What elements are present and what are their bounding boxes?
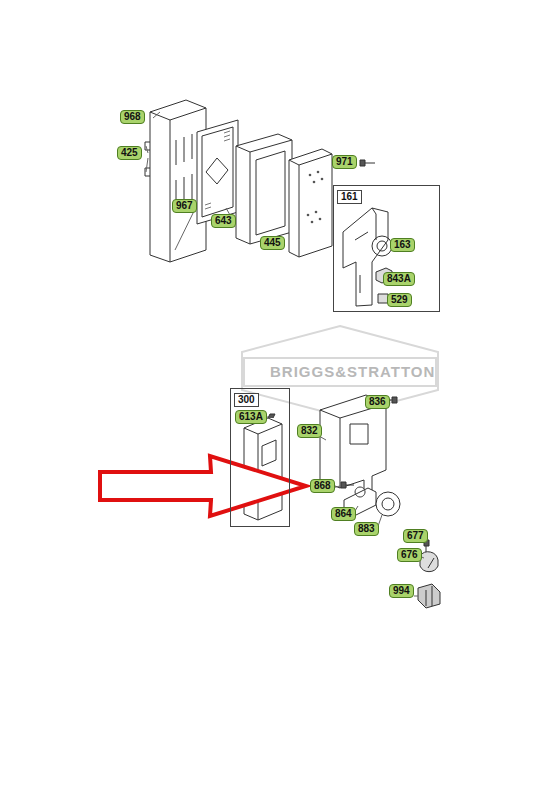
group-number: 161 (337, 190, 362, 204)
exhaust-elbow (420, 552, 438, 572)
callout-number: 425 (117, 146, 142, 160)
callout-number: 832 (297, 424, 322, 438)
callout-number: 843A (383, 272, 415, 286)
red-arrow (100, 456, 306, 516)
callout-number: 676 (397, 548, 422, 562)
group-number: 300 (234, 393, 259, 407)
screw (341, 482, 354, 488)
callout-number: 868 (310, 479, 335, 493)
leader-line (257, 400, 424, 596)
bracket (343, 208, 388, 306)
leader-line (146, 112, 398, 302)
callout-number: 971 (332, 155, 357, 169)
callout-number: 994 (389, 584, 414, 598)
callout-number: 445 (260, 236, 285, 250)
gasket (372, 236, 392, 256)
callout-number: 613A (235, 410, 267, 424)
screw (268, 414, 275, 418)
watermark-badge (242, 326, 438, 416)
watermark: BRIGGS&STRATTON (270, 363, 435, 381)
callout-number: 836 (365, 395, 390, 409)
foam-frame (236, 134, 292, 244)
group-box: 161 (333, 185, 440, 312)
group-box: 300 (230, 388, 290, 527)
callout-number: 967 (172, 199, 197, 213)
callout-number: 883 (354, 522, 379, 536)
cover-dots (307, 171, 324, 224)
callout-number: 968 (120, 110, 145, 124)
callout-number: 677 (403, 529, 428, 543)
callout-number: 864 (331, 507, 356, 521)
housing-slots (176, 134, 192, 205)
screw (360, 160, 375, 166)
screen-texture (205, 131, 230, 209)
callout-number: 643 (211, 214, 236, 228)
exhaust-flange (376, 492, 400, 516)
spark-arrestor (418, 584, 440, 608)
callout-number: 163 (390, 238, 415, 252)
filter-panel (197, 120, 238, 224)
callout-number: 529 (387, 293, 412, 307)
cover (289, 149, 332, 257)
